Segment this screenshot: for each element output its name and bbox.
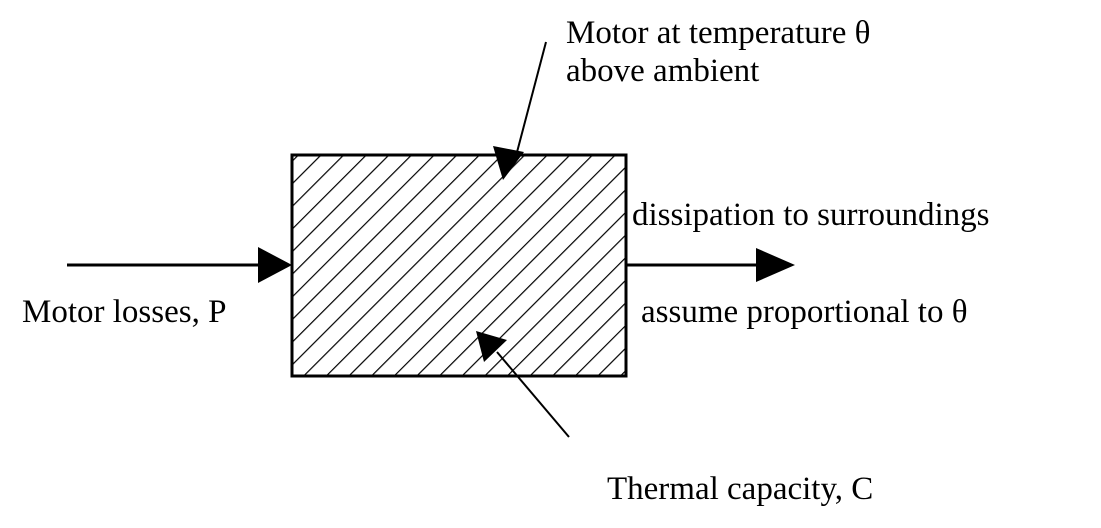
motor-body-box <box>290 153 628 378</box>
losses-input-arrow <box>67 247 292 283</box>
dissipation-output-arrow <box>626 248 795 282</box>
temperature-pointer-arrow <box>493 41 547 180</box>
thermal-capacity-label: Thermal capacity, C <box>607 471 874 507</box>
capacity-pointer-arrow <box>476 331 570 438</box>
motor-temperature-label-line1: Motor at temperature θ <box>566 15 871 51</box>
motor-temperature-label: Motor at temperature θ above ambient <box>566 14 870 90</box>
dissipation-label: dissipation to surroundings <box>632 197 990 233</box>
motor-losses-label: Motor losses, P <box>22 294 227 330</box>
proportional-label: assume proportional to θ <box>641 294 968 330</box>
motor-temperature-label-line2: above ambient <box>566 53 760 89</box>
